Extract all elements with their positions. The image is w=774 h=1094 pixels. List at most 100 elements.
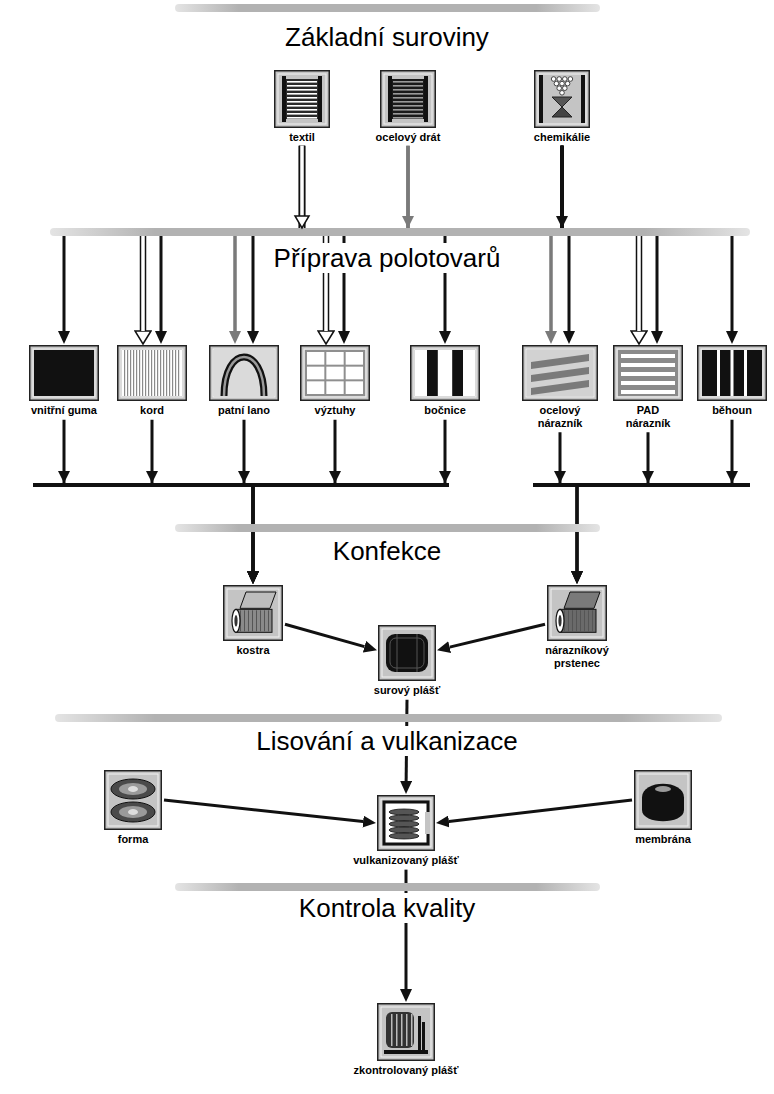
arrow-line	[344, 146, 562, 331]
section-bar	[175, 4, 600, 12]
process-box: běhoun	[697, 345, 767, 417]
arrow-head	[642, 471, 654, 483]
flow-arrow	[562, 146, 732, 331]
process-box: ocelový nárazník	[522, 345, 598, 429]
flow-arrow	[302, 146, 639, 331]
flow-arrow	[143, 146, 302, 331]
arrow-line	[450, 624, 545, 647]
flow-arrow	[152, 420, 253, 571]
process-icon	[697, 345, 767, 401]
flow-arrow	[562, 146, 657, 331]
arrow-line	[64, 146, 562, 331]
process-box: výztuhy	[300, 345, 370, 417]
flow-arrow	[445, 146, 562, 331]
flow-arrow	[560, 432, 577, 571]
arrow-core	[143, 146, 302, 331]
node-caption: kostra	[203, 644, 303, 657]
section-heading-row: Konfekce	[0, 536, 774, 566]
arrow-line	[164, 800, 363, 822]
process-box: vulkanizovaný plášť	[377, 795, 435, 867]
section-heading: Konfekce	[327, 536, 447, 566]
node-caption: membrána	[613, 833, 713, 846]
process-icon	[117, 345, 187, 401]
node-caption: kord	[107, 404, 197, 417]
arrow-line	[577, 420, 732, 571]
arrow-line	[577, 432, 648, 571]
process-icon	[300, 345, 370, 401]
flow-arrow	[64, 146, 562, 331]
section-heading-row: Kontrola kvality	[0, 893, 774, 923]
arrow-head	[58, 471, 70, 483]
process-icon	[410, 345, 480, 401]
process-icon	[223, 585, 283, 641]
flow-arrow	[285, 624, 364, 646]
process-icon	[380, 70, 436, 128]
arrow-line	[253, 420, 335, 571]
process-icon	[634, 770, 692, 830]
node-caption: textil	[252, 131, 352, 144]
process-box: ocelový drát	[380, 70, 436, 144]
section-bar	[50, 228, 750, 236]
process-box: kord	[117, 345, 187, 417]
flow-arrow	[344, 146, 562, 331]
node-caption: surový plášť	[352, 684, 462, 697]
node-caption: ocelový nárazník	[522, 404, 598, 429]
process-icon	[29, 345, 99, 401]
section-heading: Kontrola kvality	[293, 893, 481, 923]
section-bar	[175, 883, 600, 891]
process-icon	[104, 770, 162, 830]
process-box: textil	[274, 70, 330, 144]
arrow-outline	[143, 146, 302, 331]
arrow-line	[285, 624, 364, 646]
node-caption: vulkanizovaný plášť	[341, 854, 471, 867]
arrow-line	[253, 146, 562, 331]
arrow-head	[556, 216, 568, 228]
section-heading-row: Základní suroviny	[0, 22, 774, 52]
node-caption: vnitřní guma	[14, 404, 114, 417]
arrow-head	[238, 471, 250, 483]
process-box: forma	[104, 770, 162, 846]
process-icon	[377, 795, 435, 851]
arrow-core	[302, 146, 639, 331]
flow-arrow	[302, 146, 326, 331]
section-bar	[175, 524, 600, 532]
section-heading-row: Lisování a vulkanizace	[0, 726, 774, 756]
section-heading: Lisování a vulkanizace	[250, 726, 524, 756]
flow-arrow	[235, 146, 408, 331]
process-box: surový plášť	[378, 625, 436, 697]
process-icon	[378, 625, 436, 681]
arrow-head	[146, 471, 158, 483]
flow-arrow	[449, 800, 632, 821]
process-box: patní lano	[209, 345, 279, 417]
process-box: nárazníkový prstenec	[547, 585, 607, 669]
process-box: membrána	[634, 770, 692, 846]
arrow-line	[562, 146, 657, 331]
process-box: PAD nárazník	[613, 345, 683, 429]
arrow-line	[235, 146, 408, 331]
process-box: vnitřní guma	[29, 345, 99, 417]
arrow-outline	[302, 146, 639, 331]
flow-arrow	[253, 146, 562, 331]
flow-arrow	[64, 420, 253, 571]
arrow-line	[449, 800, 632, 821]
flow-arrow	[164, 800, 363, 822]
node-caption: ocelový drát	[358, 131, 458, 144]
arrow-head	[329, 471, 341, 483]
process-icon	[274, 70, 330, 128]
process-icon	[547, 585, 607, 641]
arrow-line	[64, 420, 253, 571]
node-caption: bočnice	[400, 404, 490, 417]
section-heading: Příprava polotovarů	[268, 243, 507, 273]
arrow-line	[560, 432, 577, 571]
node-caption: zkontrolovaný plášť	[341, 1064, 471, 1077]
merge-bar	[33, 483, 449, 487]
node-caption: běhoun	[693, 404, 771, 417]
node-caption: výztuhy	[290, 404, 380, 417]
node-caption: patní lano	[199, 404, 289, 417]
process-box: kostra	[223, 585, 283, 657]
arrow-line	[152, 420, 253, 571]
flow-arrow	[577, 432, 648, 571]
process-icon	[377, 1003, 435, 1061]
arrow-line	[445, 146, 562, 331]
